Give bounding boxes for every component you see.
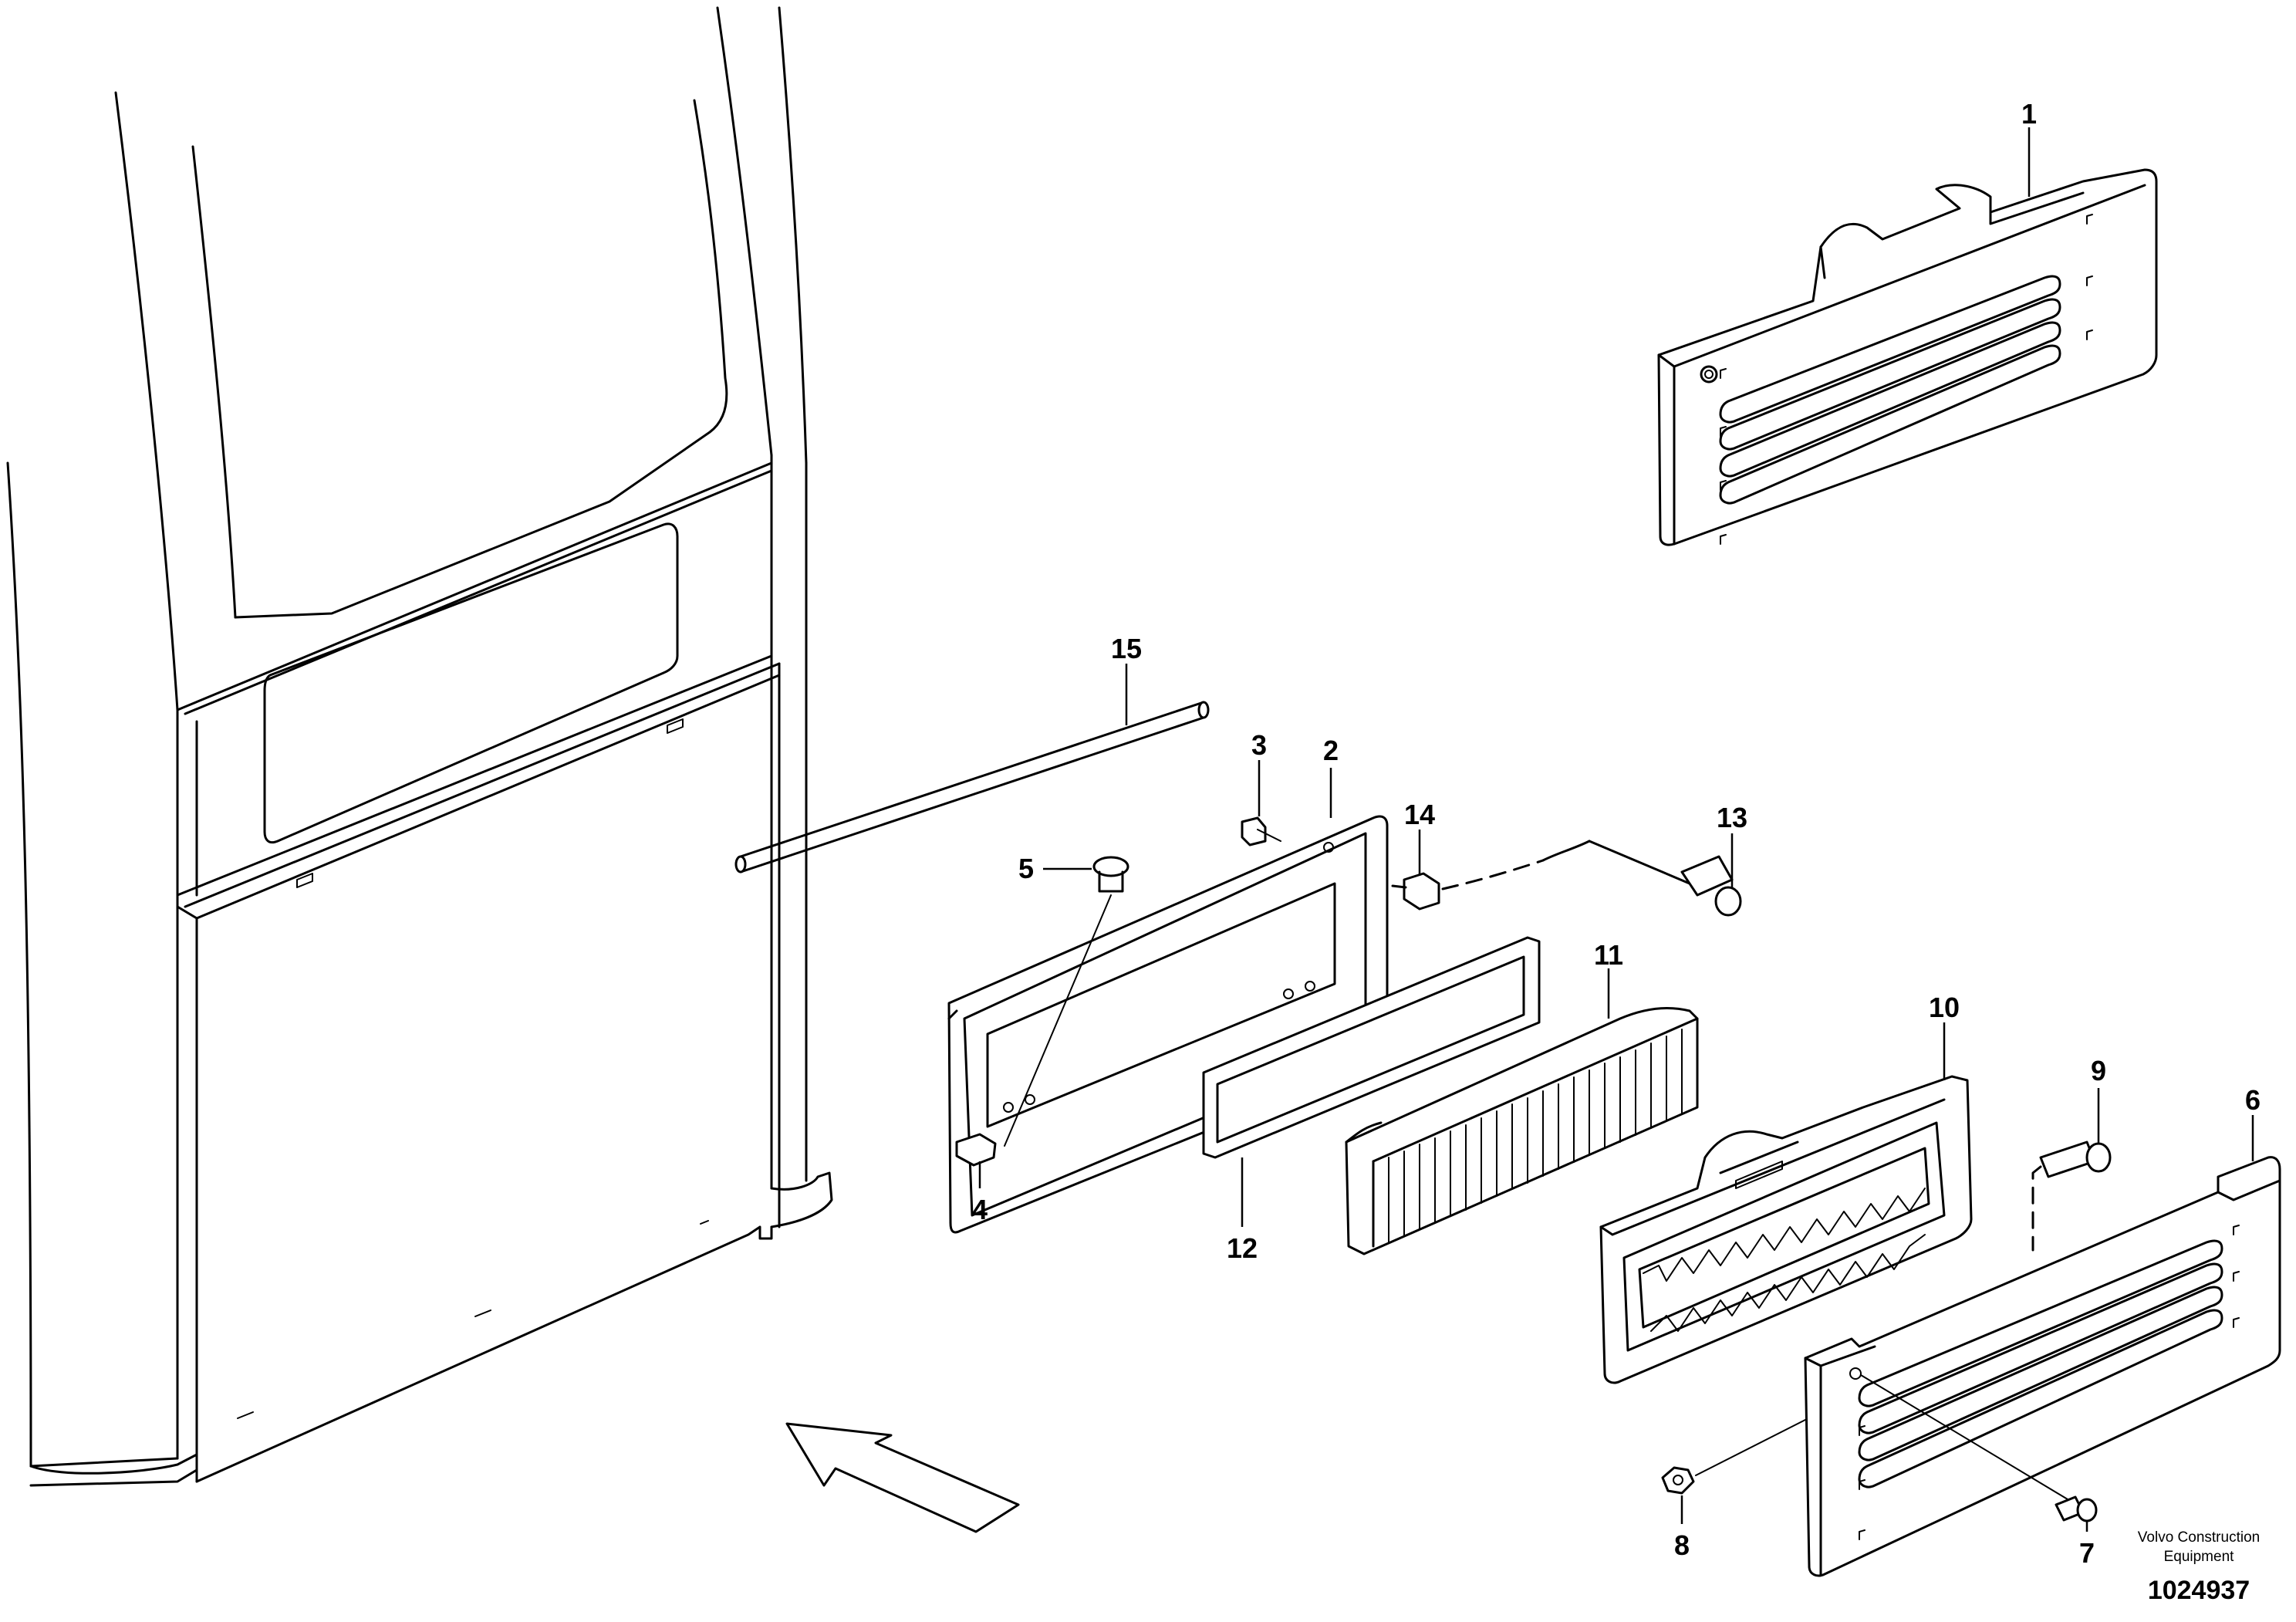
- direction-arrow: [785, 1422, 1020, 1533]
- callout-2: 2: [1323, 735, 1339, 766]
- callout-4: 4: [972, 1194, 988, 1225]
- screw-part-9: [2031, 1140, 2112, 1252]
- callout-8: 8: [1674, 1529, 1690, 1561]
- callout-3: 3: [1251, 729, 1267, 761]
- rod-part-15: [734, 701, 1210, 874]
- callout-12: 12: [1227, 1232, 1258, 1264]
- cover-part-6: [1804, 1156, 2281, 1577]
- clip-part-14: [1391, 840, 1591, 911]
- screw-part-13: [1588, 840, 1742, 917]
- callout-11: 11: [1594, 939, 1623, 971]
- filter-element-part-11: [1345, 1006, 1699, 1255]
- callout-15: 15: [1111, 633, 1142, 664]
- fastener-part-7: [1860, 1374, 2098, 1522]
- cover-part-1: [1657, 168, 2158, 546]
- screw-part-5: [1004, 856, 1129, 1147]
- leader-lines: [978, 127, 2254, 1532]
- callout-7: 7: [2079, 1537, 2095, 1569]
- seal-part-12: [1202, 936, 1541, 1159]
- nut-part-8: [1661, 1419, 1806, 1495]
- callout-14: 14: [1404, 799, 1435, 830]
- brand-line-1: Volvo Construction: [2138, 1529, 2260, 1546]
- brand-line-2: Equipment: [2164, 1549, 2235, 1565]
- cab-side-panel: [6, 6, 833, 1487]
- nut-part-4: [955, 1133, 997, 1167]
- callout-13: 13: [1717, 802, 1747, 833]
- clip-part-3: [1241, 816, 1281, 846]
- filter-holder-part-10: [1599, 1075, 1973, 1384]
- document-number: 1024937: [2148, 1576, 2250, 1605]
- callout-5: 5: [1018, 853, 1034, 884]
- callout-6: 6: [2245, 1084, 2261, 1116]
- callout-10: 10: [1929, 992, 1960, 1023]
- callout-1: 1: [2021, 98, 2037, 130]
- callout-9: 9: [2091, 1055, 2106, 1086]
